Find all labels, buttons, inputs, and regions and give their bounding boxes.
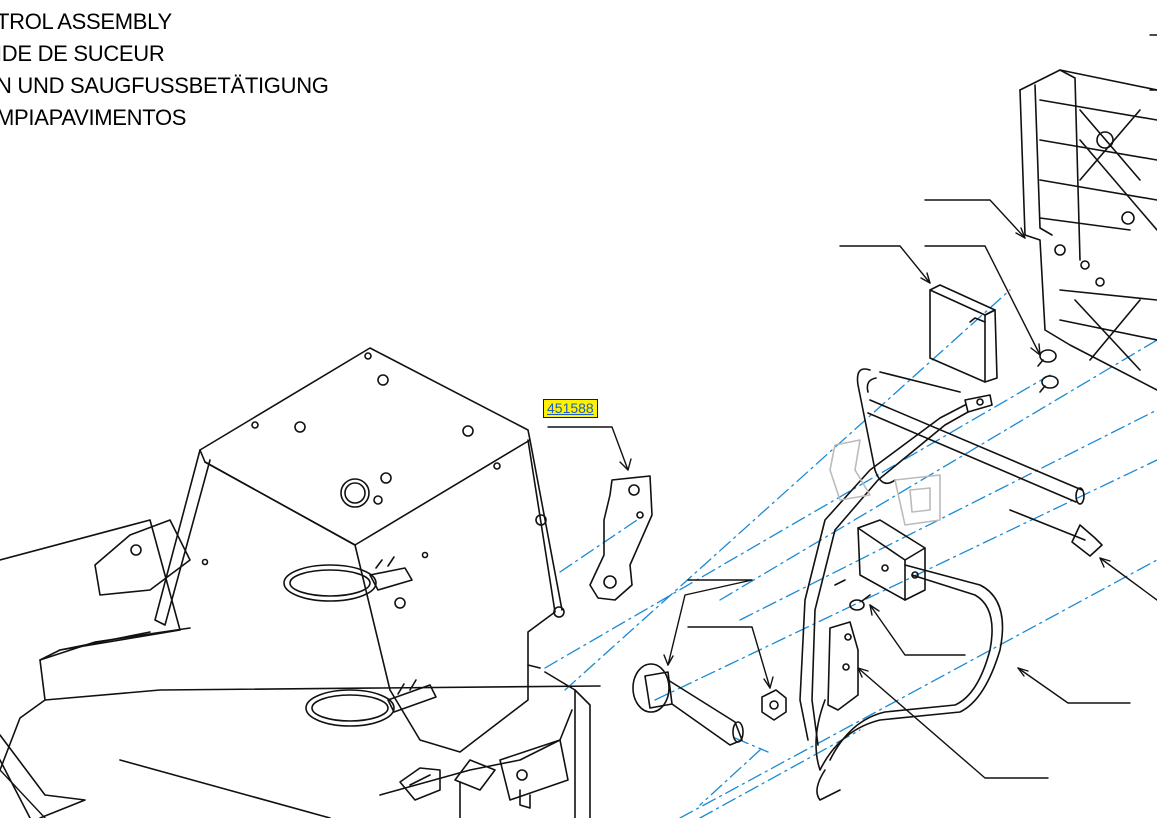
leader-lines — [0, 34, 1157, 818]
drawing-title: TROL ASSEMBLY IDE DE SUCEUR N UND SAUGFU… — [0, 6, 329, 134]
title-line-italian: MPIAPAVIMENTOS — [0, 105, 187, 130]
handle-tube — [856, 368, 1085, 505]
small-bracket-451588 — [589, 475, 653, 601]
control-cable — [799, 394, 1103, 746]
frame-bracket-plate — [827, 621, 859, 711]
bolt-assembly — [632, 663, 744, 746]
panel-screws — [1037, 349, 1059, 393]
ribbed-mounting-panel — [1019, 69, 1157, 391]
assembly-center-lines — [544, 289, 1157, 818]
electrical-connector — [857, 519, 926, 601]
title-line-german: N UND SAUGFUSSBETÄTIGUNG — [0, 73, 329, 98]
base-housing — [0, 519, 601, 818]
title-line-french: IDE DE SUCEUR — [0, 41, 165, 66]
control-mount-bracket — [154, 347, 565, 753]
small-screws — [834, 579, 871, 611]
valve-block — [929, 284, 998, 383]
lock-nut — [761, 689, 787, 721]
part-number-link-451588[interactable]: 451588 — [543, 399, 598, 418]
lever-arm-ghosted — [829, 439, 941, 526]
title-line-english: TROL ASSEMBLY — [0, 9, 172, 34]
lower-tube-frame — [815, 564, 1004, 801]
